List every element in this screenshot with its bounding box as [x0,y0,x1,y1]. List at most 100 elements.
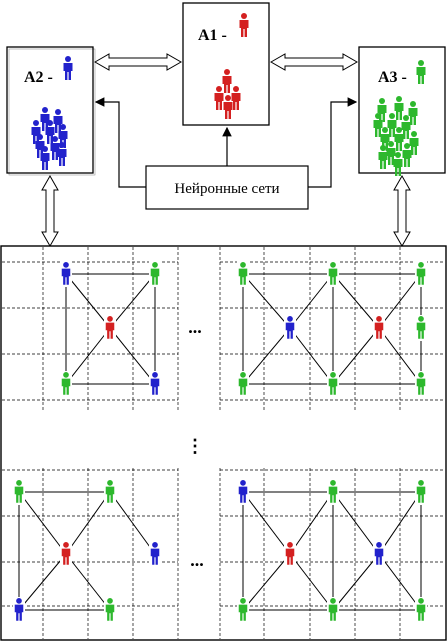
network-edge [378,327,422,385]
crowd-person-icon [393,152,403,176]
network-edge [332,553,380,611]
crowd-person-icon [386,141,396,165]
network-edges [242,491,422,611]
double-arrow-a1-a3 [269,53,359,71]
agent-node-blue-icon [238,480,248,503]
agent-node-green-icon [238,598,248,621]
network-edges [242,273,422,385]
agent-node-green-icon [14,480,24,503]
crowd-person-icon [394,96,404,120]
agent-node-green-icon [328,372,338,395]
agent-node-blue-icon [14,598,24,621]
crowd-person-icon [231,86,241,110]
crowd-person-icon [223,95,233,119]
crowd-person-icon [222,69,232,93]
agent-node-red-icon [374,316,384,339]
crowd-person-icon [394,127,404,151]
network-edge [242,273,291,329]
crowd-person-icon [373,113,383,137]
horizontal-ellipsis-bottom: ... [190,550,204,570]
agent-node-green-icon [61,372,71,395]
crowd-person-icon [57,142,67,166]
network-edge [18,553,67,611]
network-edge [289,273,334,329]
network-edge [378,553,422,611]
network-edge [242,553,291,611]
agent-node-red-icon [61,542,71,565]
neural-networks-box: Нейронные сети [145,165,309,210]
agent-a1-label: A1 - [198,27,227,44]
crowd-person-icon [214,86,224,110]
double-arrow-a2-grid [41,174,59,248]
agent-node-green-icon [105,480,115,503]
agent-node-blue-icon [285,316,295,339]
agent-node-green-icon [328,480,338,503]
double-arrow-a3-grid [393,174,411,248]
agent-node-red-icon [285,542,295,565]
network-edge [289,553,334,611]
network-edges [65,273,156,385]
agent-node-blue-icon [61,262,71,285]
agent-box-a1: A1 - [182,2,270,126]
population-grid [0,245,447,641]
crowd-person-icon [53,109,63,133]
network-cell-bottom-right [237,479,427,623]
agent-node-blue-icon [150,372,160,395]
horizontal-ellipsis-top: ... [188,317,202,337]
person-blue-icon [63,56,73,80]
crowd-person-icon [40,146,50,170]
agent-box-a2: A2 - [6,46,96,176]
agent-node-green-icon [416,480,426,503]
blue-crowd-icon [31,107,68,170]
crowd-person-icon [402,143,412,167]
person-green-icon [416,60,426,84]
crowd-person-icon [40,107,50,131]
agent-node-green-icon [328,598,338,621]
agent-a2-label: A2 - [24,69,53,86]
network-edge [109,327,156,385]
network-edge [65,553,111,611]
crowd-person-icon [378,145,388,169]
crowd-person-icon [409,131,419,155]
crowd-person-icon [401,115,411,139]
network-edge [289,327,334,385]
network-cell-top-right [237,261,427,397]
nn-connector-arrows [94,97,358,188]
agent-node-green-icon [416,598,426,621]
agent-node-green-icon [238,262,248,285]
person-red-icon [239,13,249,37]
agent-a3-label: A3 - [378,69,407,86]
agent-node-green-icon [416,372,426,395]
agent-box-a3: A3 - [358,46,446,176]
agent-node-green-icon [150,262,160,285]
red-crowd-icon [214,69,241,119]
agent-node-green-icon [328,262,338,285]
network-edges [18,491,156,611]
network-edge [65,327,111,385]
network-edge [109,273,156,329]
network-edge [109,491,156,555]
crowd-person-icon [387,113,397,137]
network-edge [289,491,334,555]
agent-node-green-icon [238,372,248,395]
crowd-person-icon [31,120,41,144]
network-edge [242,327,291,385]
network-cell-bottom-left [13,479,161,623]
agent-node-green-icon [105,598,115,621]
network-edge [242,491,291,555]
network-edge [332,273,380,329]
network-cell-top-left [60,261,161,397]
agent-node-red-icon [105,316,115,339]
neural-networks-label: Нейронные сети [174,181,279,197]
network-edge [378,273,422,329]
network-edge [332,327,380,385]
crowd-person-icon [408,101,418,125]
green-crowd-icon [373,96,419,176]
agent-node-green-icon [416,262,426,285]
crowd-person-icon [50,136,60,160]
vertical-ellipsis: ⋮ [186,436,204,456]
agent-node-blue-icon [374,542,384,565]
network-edge [378,491,422,555]
network-edge [332,491,380,555]
